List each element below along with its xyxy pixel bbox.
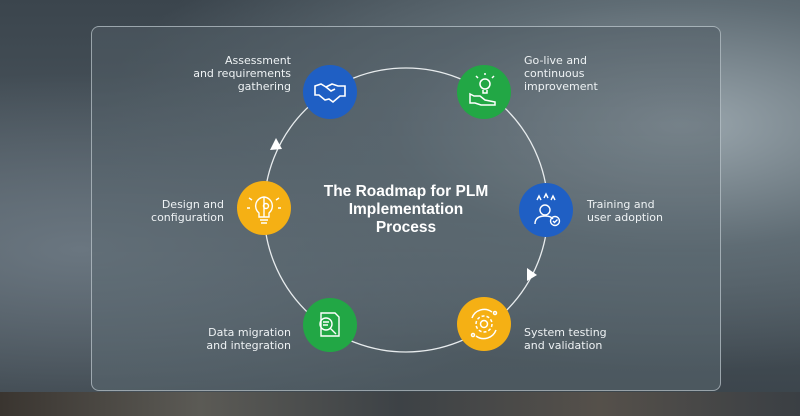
node-go-live bbox=[457, 65, 511, 119]
label-line: continuous bbox=[524, 67, 585, 80]
label-line: and validation bbox=[524, 339, 603, 352]
label-line: and integration bbox=[206, 339, 291, 352]
title-line: Implementation bbox=[348, 201, 464, 218]
step-label-design: Design and configuration bbox=[151, 198, 224, 224]
label-line: gathering bbox=[237, 80, 291, 93]
label-line: improvement bbox=[524, 80, 598, 93]
arrow-right-icon bbox=[527, 268, 537, 281]
lightbulb-gear-icon bbox=[247, 196, 281, 224]
diagram-title: The Roadmap for PLM Implementation Proce… bbox=[306, 183, 506, 237]
label-line: configuration bbox=[151, 211, 224, 224]
node-system-testing bbox=[457, 297, 511, 351]
gear-cycle-icon bbox=[470, 308, 498, 340]
step-label-assessment: Assessment and requirements gathering bbox=[193, 54, 291, 93]
label-line: Assessment bbox=[225, 54, 291, 67]
node-data-migration bbox=[303, 298, 357, 352]
node-design bbox=[237, 181, 291, 235]
hand-lightbulb-icon bbox=[469, 73, 496, 106]
title-line: Process bbox=[375, 219, 437, 236]
diagram-panel bbox=[91, 26, 721, 391]
step-label-system-testing: System testing and validation bbox=[524, 326, 607, 352]
title-line: The Roadmap for PLM bbox=[323, 183, 489, 200]
node-assessment bbox=[303, 65, 357, 119]
label-line: Training and bbox=[587, 198, 655, 211]
label-line: Data migration bbox=[208, 326, 291, 339]
step-label-data-migration: Data migration and integration bbox=[206, 326, 291, 352]
label-line: and requirements bbox=[193, 67, 291, 80]
background-strip bbox=[0, 392, 800, 416]
label-line: Design and bbox=[161, 198, 224, 211]
node-training bbox=[519, 183, 573, 237]
arrow-up-icon bbox=[270, 138, 282, 150]
step-label-training: Training and user adoption bbox=[587, 198, 663, 224]
label-line: System testing bbox=[524, 326, 607, 339]
document-search-icon bbox=[319, 312, 340, 337]
label-line: Go-live and bbox=[524, 54, 588, 67]
user-stars-icon bbox=[534, 192, 561, 227]
handshake-icon bbox=[314, 83, 346, 104]
label-line: user adoption bbox=[587, 211, 663, 224]
step-label-go-live: Go-live and continuous improvement bbox=[524, 54, 598, 93]
